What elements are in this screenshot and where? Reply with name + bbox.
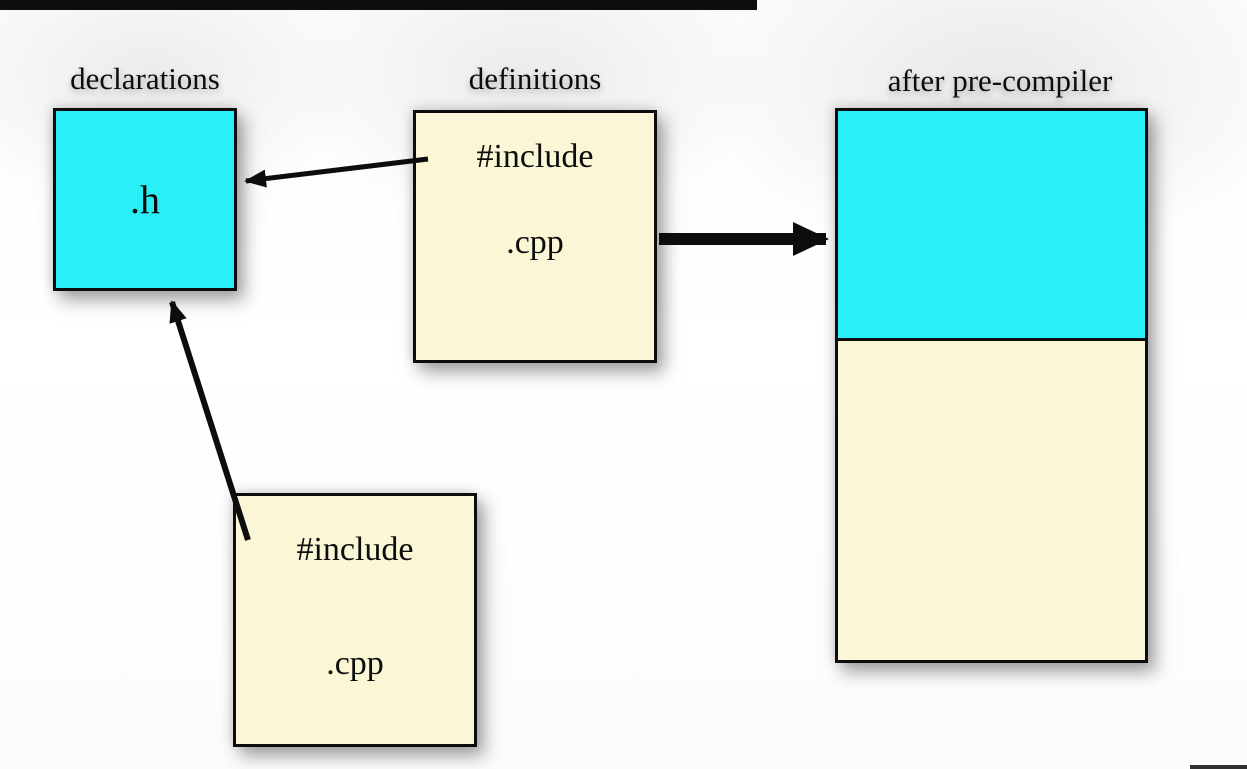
letterbox-top-bar	[0, 0, 757, 10]
h-file-text: .h	[130, 177, 160, 222]
after-precompiler-label: after pre-compiler	[887, 63, 1113, 98]
declarations-box: .h	[53, 108, 237, 291]
cpp-file-text: .cpp	[326, 645, 384, 682]
merged-cpp-section	[838, 341, 1145, 660]
after-precompiler-box	[835, 108, 1148, 663]
declarations-label: declarations	[70, 61, 220, 96]
letterbox-bottom-right-bar	[1190, 765, 1247, 769]
definitions-box: #include .cpp	[413, 110, 657, 363]
include-directive-text: #include	[296, 531, 414, 568]
definitions-to-declarations-arrow	[244, 156, 429, 188]
include-directive-text: #include	[476, 138, 594, 175]
include-cpp-box: #include .cpp	[233, 493, 477, 747]
definitions-label: definitions	[468, 61, 602, 96]
merged-header-section	[838, 111, 1145, 341]
cpp-file-text: .cpp	[506, 224, 564, 261]
